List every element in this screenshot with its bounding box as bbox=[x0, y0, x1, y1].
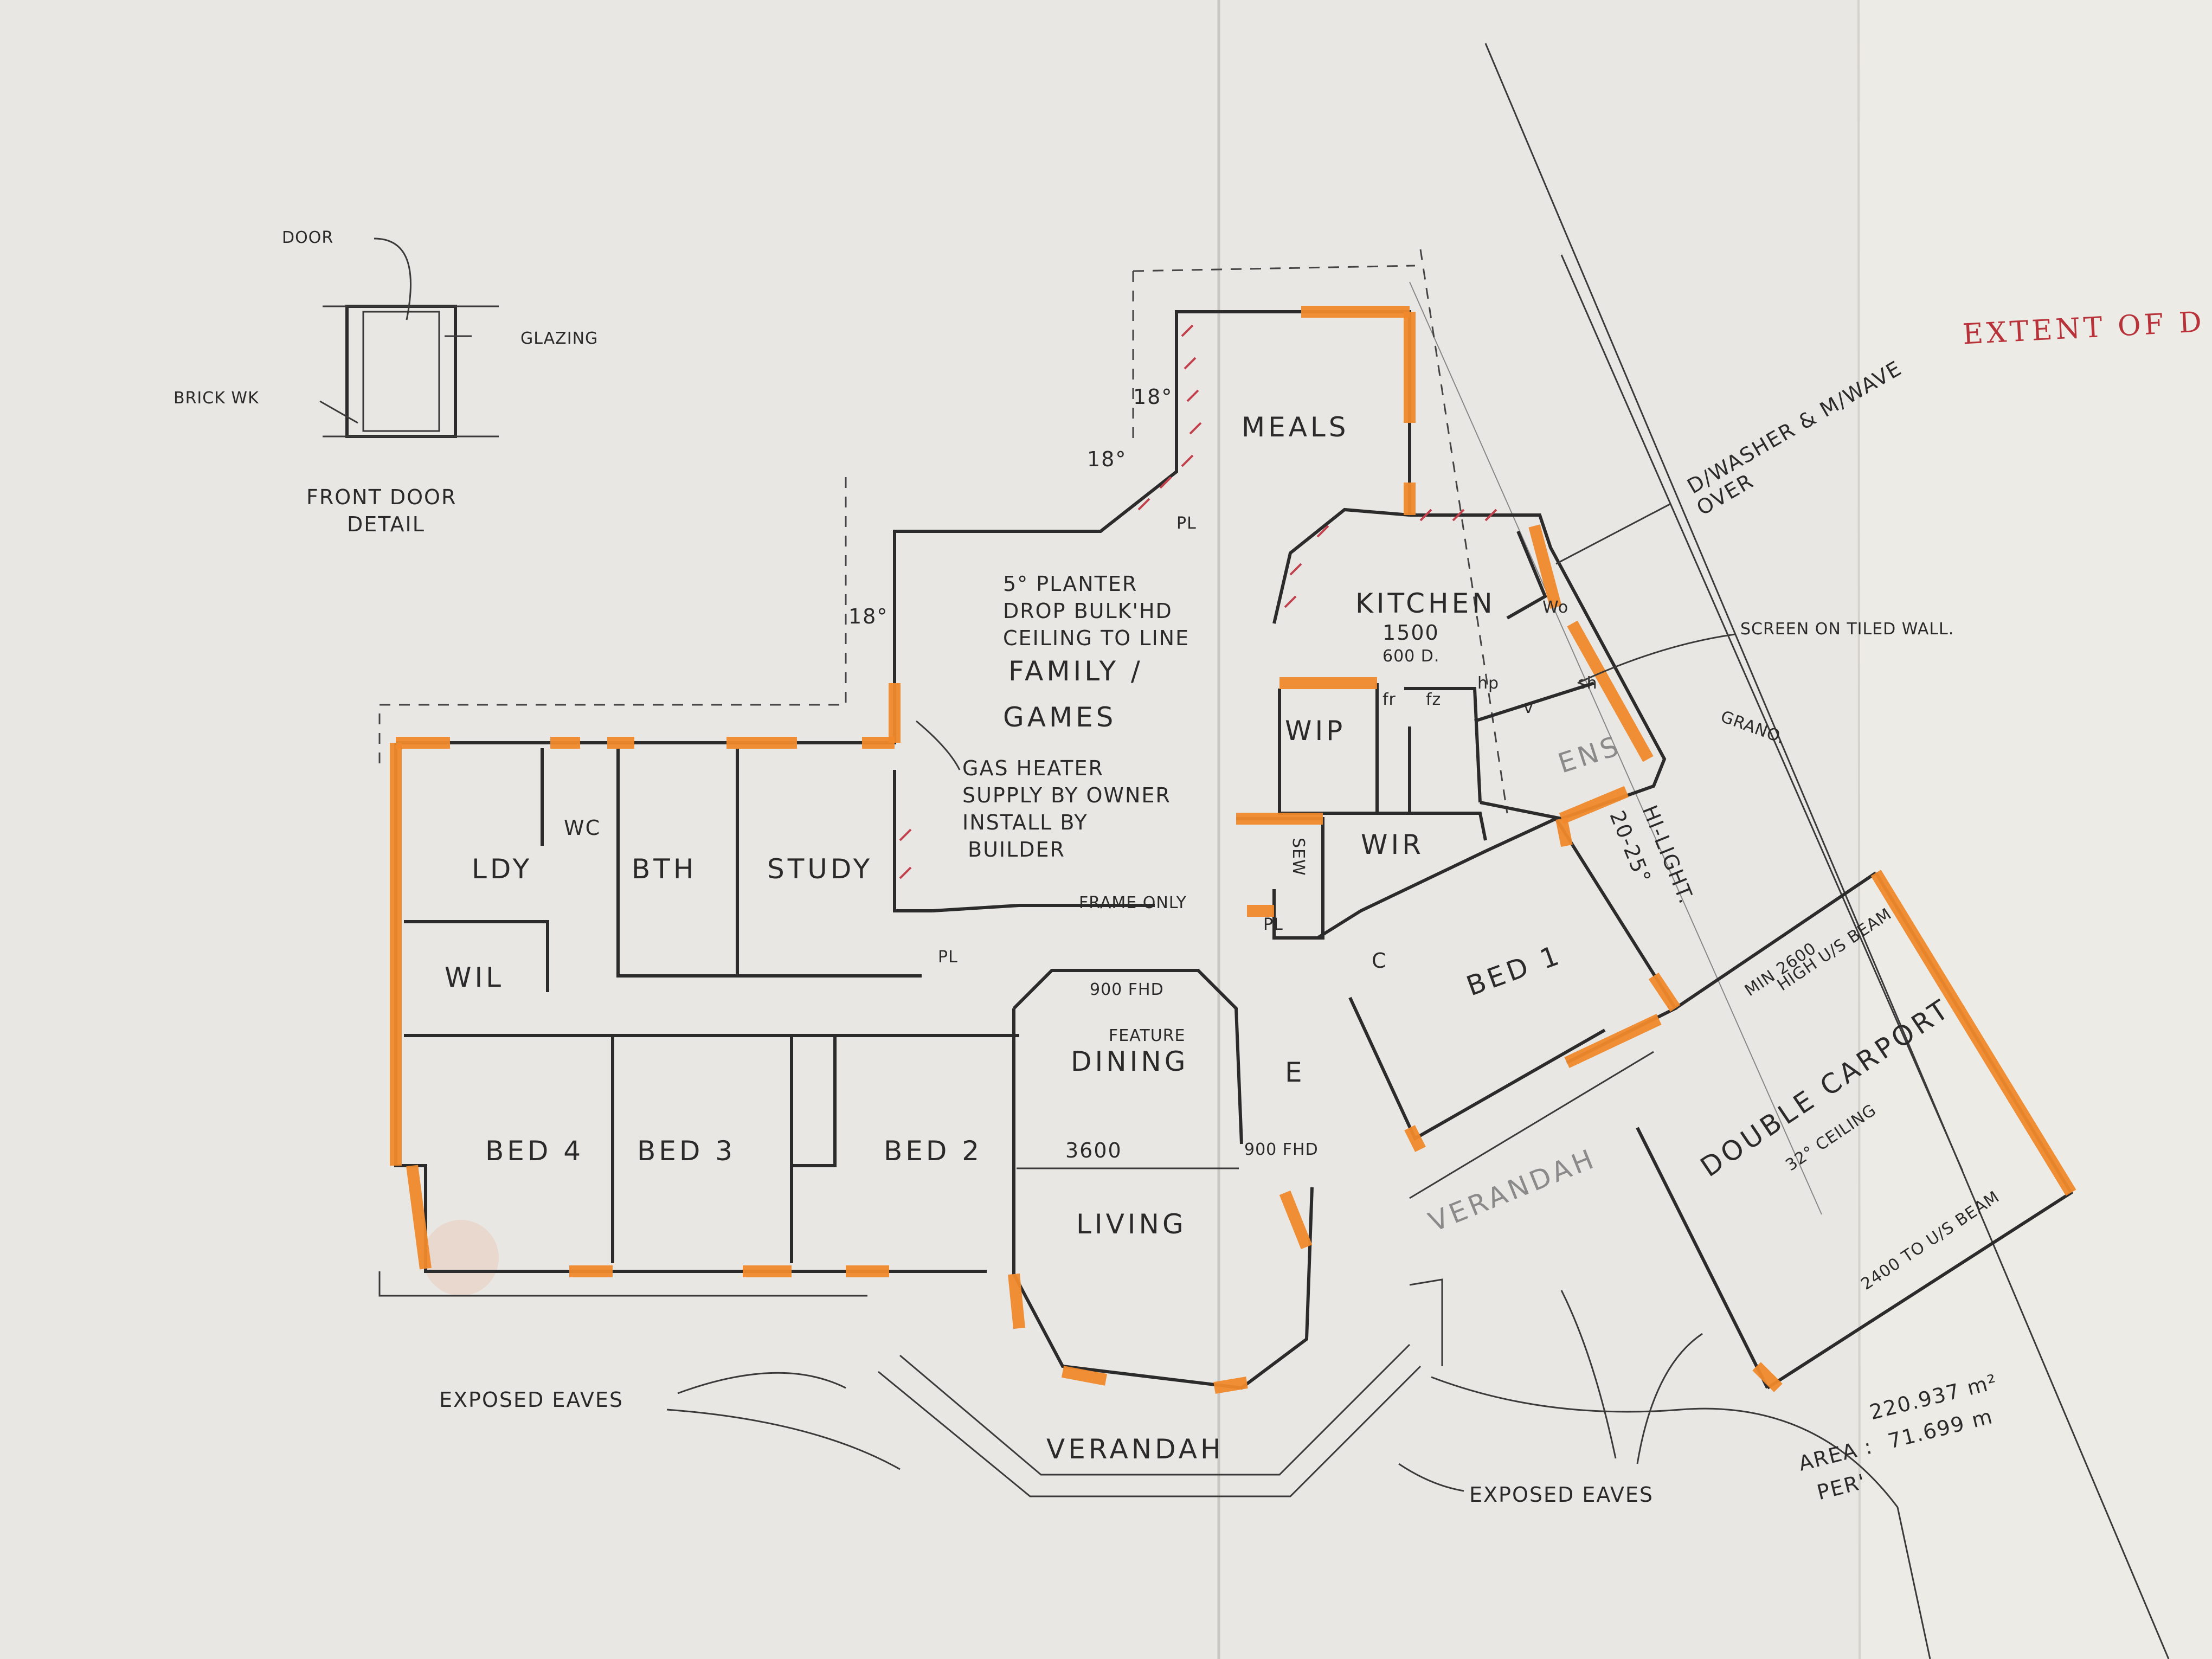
label-fz: fz bbox=[1426, 690, 1441, 709]
fold-line-right bbox=[1857, 0, 1861, 1659]
front-door-detail-title-1: FRONT DOOR bbox=[306, 485, 456, 509]
label-sh: sh bbox=[1578, 674, 1598, 693]
label-v: v bbox=[1523, 698, 1534, 717]
room-family-games-2: GAMES bbox=[1003, 702, 1116, 733]
room-wc: WC bbox=[564, 816, 601, 840]
note-planter-3: CEILING TO LINE bbox=[1003, 626, 1189, 650]
boundary-line bbox=[1484, 43, 2170, 1659]
front-door-detail: DOOR GLAZING BRICK WK FRONT DOOR DETAIL bbox=[173, 228, 598, 536]
leader-gas-heater bbox=[916, 720, 961, 770]
room-wil: WIL bbox=[445, 962, 504, 993]
highlighted-walls bbox=[390, 306, 2076, 1394]
note-gas-heater-3: INSTALL BY bbox=[962, 811, 1088, 834]
leader-exposed-eaves-2 bbox=[666, 1409, 901, 1470]
note-screen-tiled: SCREEN ON TILED WALL. bbox=[1740, 620, 1954, 639]
building-walls bbox=[394, 310, 2074, 1390]
dim-600d: 600 D. bbox=[1382, 647, 1439, 666]
angle-18-b: 18° bbox=[1087, 447, 1127, 471]
leader-exposed-eaves-3 bbox=[1398, 1463, 1464, 1492]
note-gas-heater-2: SUPPLY BY OWNER bbox=[962, 783, 1171, 807]
room-sew: SEW bbox=[1289, 838, 1308, 876]
label-c: C bbox=[1372, 949, 1387, 973]
room-bth: BTH bbox=[632, 853, 697, 885]
dashed-outline-meals bbox=[1132, 265, 1416, 445]
planter-hatching bbox=[899, 324, 1497, 879]
drive-curve bbox=[1431, 1376, 1931, 1659]
note-feature: FEATURE bbox=[1109, 1026, 1186, 1045]
note-exposed-eaves-right: EXPOSED EAVES bbox=[1469, 1483, 1654, 1507]
room-dining: DINING bbox=[1071, 1046, 1189, 1077]
room-meals: MEALS bbox=[1242, 411, 1349, 443]
room-bed3: BED 3 bbox=[637, 1135, 736, 1167]
leader-dishwasher bbox=[1555, 503, 1670, 565]
room-study: STUDY bbox=[767, 853, 873, 885]
label-pl-c: PL bbox=[1263, 915, 1283, 934]
note-fhd-top: 900 FHD bbox=[1090, 980, 1164, 999]
drive-arrow-2 bbox=[1636, 1333, 1703, 1464]
angle-18-a: 18° bbox=[1133, 385, 1173, 409]
water-stain bbox=[423, 1220, 499, 1296]
room-family-games-1: FAMILY / bbox=[1008, 655, 1143, 687]
room-wip: WIP bbox=[1285, 715, 1346, 747]
front-door-detail-title-2: DETAIL bbox=[347, 512, 425, 536]
label-hp: hp bbox=[1477, 674, 1499, 693]
room-verandah-front: VERANDAH bbox=[1046, 1433, 1224, 1465]
dashed-outline-family bbox=[378, 477, 847, 770]
room-living: LIVING bbox=[1076, 1208, 1187, 1240]
note-gas-heater-4: BUILDER bbox=[968, 838, 1065, 861]
dim-3600: 3600 bbox=[1065, 1139, 1122, 1162]
drive-arrow-1 bbox=[1560, 1290, 1617, 1459]
label-pl-a: PL bbox=[1176, 514, 1197, 533]
label-wo: Wo bbox=[1542, 598, 1568, 617]
leader-screen bbox=[1577, 633, 1735, 684]
room-wir: WIR bbox=[1361, 829, 1424, 860]
glazing-label: GLAZING bbox=[520, 329, 598, 348]
dim-1500: 1500 bbox=[1382, 621, 1439, 645]
room-kitchen: KITCHEN bbox=[1355, 588, 1496, 619]
label-fr: fr bbox=[1382, 690, 1396, 709]
note-planter-2: DROP BULK'HD bbox=[1003, 599, 1173, 623]
note-gas-heater-1: GAS HEATER bbox=[962, 756, 1104, 780]
setback-line bbox=[1560, 254, 1964, 1172]
leader-exposed-eaves-1 bbox=[677, 1372, 846, 1394]
note-exposed-eaves-left: EXPOSED EAVES bbox=[439, 1388, 623, 1412]
note-frame-only: FRAME ONLY bbox=[1079, 893, 1187, 912]
verandah-front-eaves bbox=[378, 1271, 1443, 1497]
angle-18-c: 18° bbox=[848, 605, 888, 628]
dashed-outline-side bbox=[1419, 249, 1508, 814]
label-pl-b: PL bbox=[938, 948, 958, 967]
room-bed4: BED 4 bbox=[485, 1135, 584, 1167]
note-planter-1: 5° PLANTER bbox=[1003, 572, 1137, 596]
setback-line-2 bbox=[1409, 281, 1822, 1215]
room-ldy: LDY bbox=[472, 853, 532, 885]
paper-right-panel bbox=[1860, 0, 2212, 1659]
room-bed2: BED 2 bbox=[884, 1135, 982, 1167]
brickwork-label: BRICK WK bbox=[173, 389, 259, 408]
room-entry: E bbox=[1285, 1057, 1306, 1088]
door-label: DOOR bbox=[282, 228, 333, 247]
note-fhd-side: 900 FHD bbox=[1244, 1140, 1319, 1159]
